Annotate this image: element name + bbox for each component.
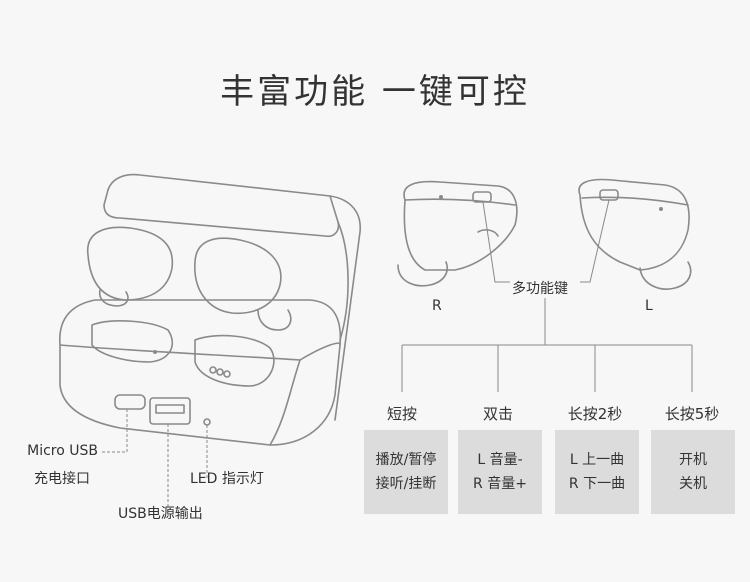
function-text: 关机 [679,476,707,492]
function-text: L 音量- [477,452,523,468]
function-text: 开机 [679,452,707,468]
earbud-right-side [403,180,518,271]
action-double-click: 双击 [482,405,513,423]
function-box-double-click: L 音量- R 音量+ [458,430,542,514]
action-long-press-5s: 长按5秒 [664,405,720,423]
led-indicator-label: LED 指示灯 [190,471,264,487]
page-title: 丰富功能 一键可控 [220,72,530,112]
right-earbud-label: R [432,298,442,314]
charging-port-label: 充电接口 [34,471,90,487]
function-text: 接听/挂断 [375,476,437,492]
micro-usb-label: Micro USB [27,443,98,459]
micro-usb-port [114,394,146,410]
multi-function-key-label: 多功能键 [512,281,568,297]
function-text: L 上一曲 [569,452,625,468]
led-indicator [203,418,211,426]
function-box-long-press-2s: L 上一曲 R 下一曲 [555,430,639,514]
function-text: R 下一曲 [568,476,626,492]
function-box-short-press: 播放/暂停 接听/挂断 [364,430,448,514]
earbud-in-case-left [87,226,174,301]
action-long-press-2s: 长按2秒 [567,405,623,423]
earbud-in-case-right [194,237,282,315]
function-text: R 音量+ [473,476,527,492]
function-text: 播放/暂停 [375,452,437,468]
usb-output-label: USB电源输出 [118,506,203,522]
left-earbud-label: L [645,298,653,314]
case-base [59,299,342,446]
function-box-long-press-5s: 开机 关机 [651,430,735,514]
usb-output-port [149,397,191,425]
action-short-press: 短按 [386,405,417,423]
